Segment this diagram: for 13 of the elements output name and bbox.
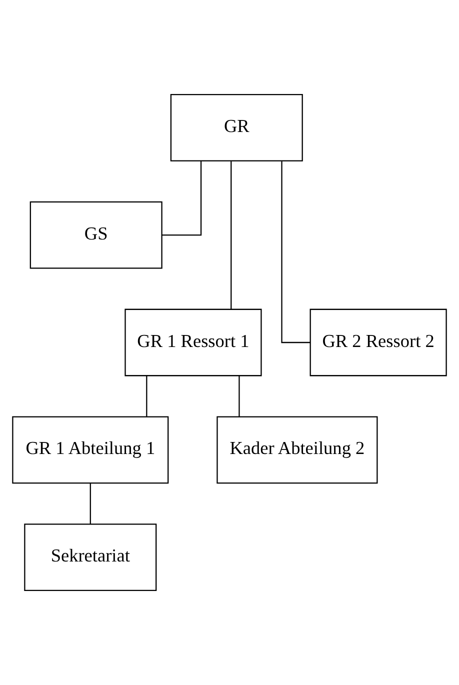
node-box: Kader Abteilung 2 bbox=[216, 416, 378, 484]
node-box: Sekretariat bbox=[24, 524, 157, 591]
node-box: GR 1 Ressort 1 bbox=[124, 308, 262, 376]
connector bbox=[90, 483, 91, 524]
node-box: GR 2 Ressort 2 bbox=[310, 308, 447, 376]
connector bbox=[162, 161, 202, 236]
connector bbox=[238, 376, 240, 417]
connector bbox=[281, 161, 310, 344]
node-box: GR bbox=[170, 94, 303, 162]
connector bbox=[230, 161, 232, 310]
connector bbox=[146, 376, 148, 417]
node-box: GR 1 Abteilung 1 bbox=[12, 416, 169, 484]
node-box: GS bbox=[30, 201, 162, 269]
